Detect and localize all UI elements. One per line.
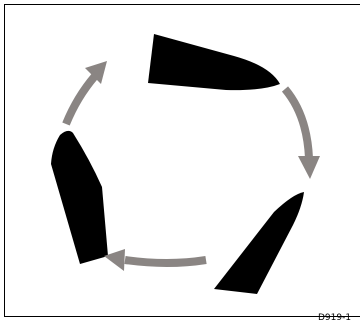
curved-arrow-icon-right <box>285 89 320 179</box>
boat-icon-left <box>51 131 108 264</box>
curved-arrow-icon-bottom <box>104 249 206 271</box>
curved-arrow-icon-top-left <box>66 61 107 124</box>
figure-code: D919-1 <box>318 313 351 323</box>
boat-icon-top <box>148 34 280 90</box>
boat-icon-lower-right <box>214 192 304 294</box>
